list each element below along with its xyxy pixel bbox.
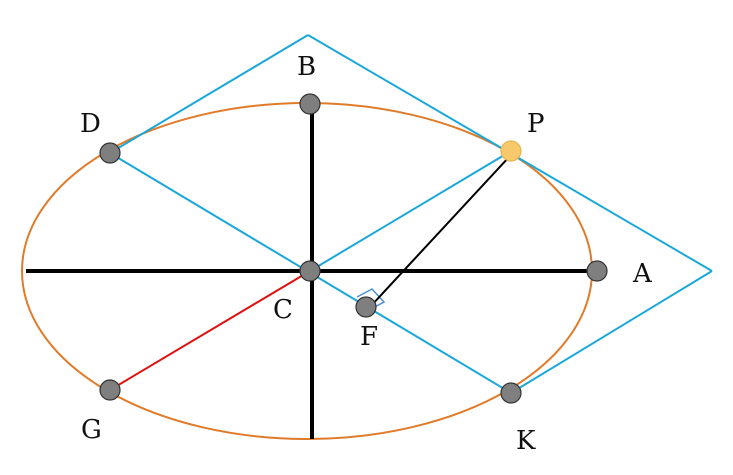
- point-k: [500, 382, 522, 404]
- points: [99, 93, 608, 404]
- point-labels: B D P A C F G K: [80, 52, 653, 456]
- segment-p-f: [369, 156, 510, 308]
- tangent-lines: [109, 34, 713, 394]
- label-a: A: [632, 259, 653, 289]
- point-a: [586, 260, 608, 282]
- label-p: P: [527, 109, 545, 139]
- point-c: [299, 260, 321, 282]
- label-f: F: [360, 322, 378, 352]
- point-d: [99, 142, 121, 164]
- point-p: [500, 140, 522, 162]
- label-g: G: [81, 415, 102, 445]
- point-b: [299, 93, 321, 115]
- label-d: D: [80, 109, 101, 139]
- label-c: C: [273, 295, 293, 325]
- point-g: [99, 379, 121, 401]
- line-tip-k: [510, 270, 713, 394]
- line-d-b: [109, 34, 309, 154]
- label-k: K: [516, 426, 536, 456]
- point-f: [355, 296, 377, 318]
- radius-c-g: [109, 270, 311, 391]
- line-c-p: [309, 150, 512, 272]
- label-b: B: [297, 52, 316, 82]
